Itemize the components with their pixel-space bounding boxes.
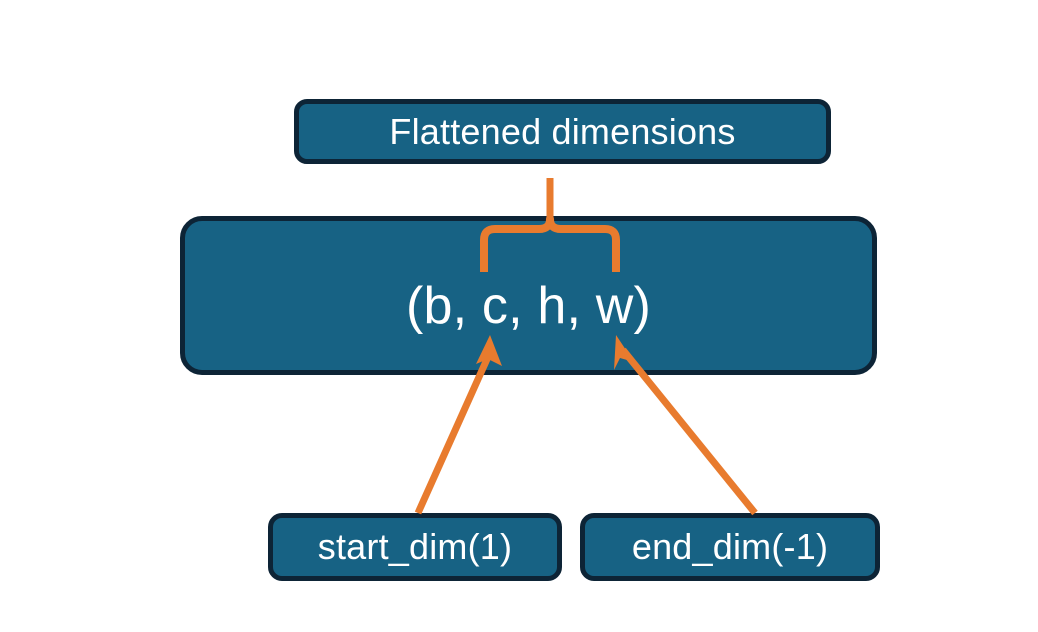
node-flattened-dimensions[interactable]: Flattened dimensions [294,99,831,164]
node-end-dim-label: end_dim(-1) [631,526,829,567]
node-flattened-dimensions-label: Flattened dimensions [389,110,736,152]
node-tensor-shape[interactable]: (b, c, h, w) [180,216,877,375]
node-tensor-shape-label: (b, c, h, w) [405,276,652,335]
node-start-dim[interactable]: start_dim(1) [268,513,562,581]
node-end-dim[interactable]: end_dim(-1) [580,513,880,581]
node-start-dim-label: start_dim(1) [317,526,513,567]
